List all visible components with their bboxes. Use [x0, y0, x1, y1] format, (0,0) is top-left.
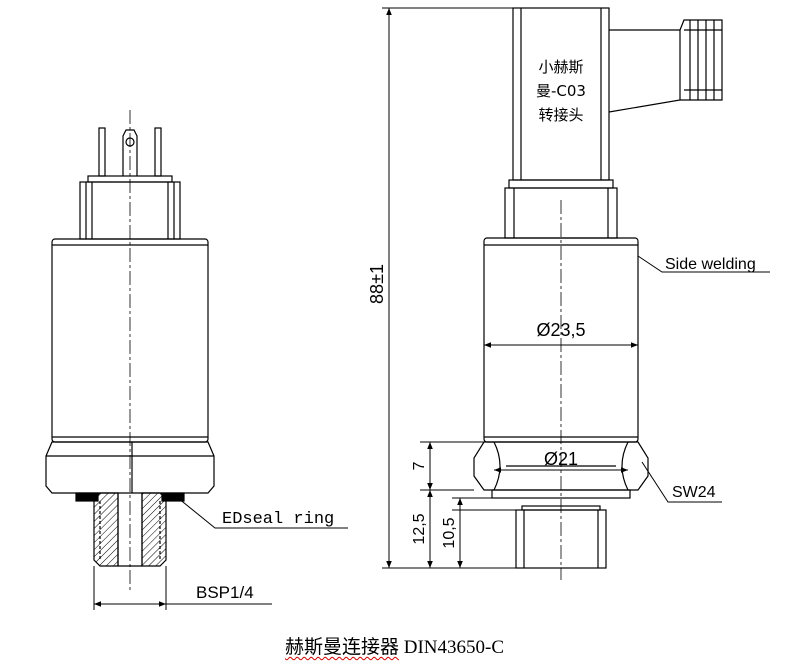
thread-label: BSP1/4 [196, 583, 254, 602]
seal-leader [177, 497, 348, 529]
connector-label-line1: 小赫斯 [538, 58, 583, 76]
wrench-leader [641, 461, 722, 503]
seal-label: EDseal ring [222, 510, 334, 529]
wrench-label: SW24 [672, 484, 716, 501]
connector-housing [512, 7, 723, 181]
figure-caption: 赫斯曼连接器 DIN43650-C [0, 632, 789, 659]
side-welding-leader [637, 255, 770, 273]
thread-length-inner-label: 10,5 [441, 517, 458, 548]
body-diameter-label: Ø23,5 [536, 320, 585, 340]
connector-label-line3: 转接头 [538, 106, 583, 124]
left-section-view [45, 110, 215, 590]
thread-length-outer-label: 12,5 [411, 513, 428, 544]
overall-height-label: 88±1 [367, 264, 387, 304]
right-exterior-view [473, 7, 723, 580]
overall-height-dimension [382, 7, 516, 569]
connector-label-line2: 曼-C03 [536, 82, 586, 100]
hex-height-label: 7 [411, 461, 428, 470]
lower-height-dimensions [420, 441, 516, 568]
caption-cjk: 赫斯曼连接器 [284, 636, 399, 658]
side-welding-label: Side welding [665, 256, 756, 273]
caption-latin: DIN43650-C [398, 637, 505, 658]
hex-diameter-label: Ø21 [544, 449, 578, 469]
thread-dimension [93, 566, 272, 610]
threaded-port [93, 492, 167, 567]
